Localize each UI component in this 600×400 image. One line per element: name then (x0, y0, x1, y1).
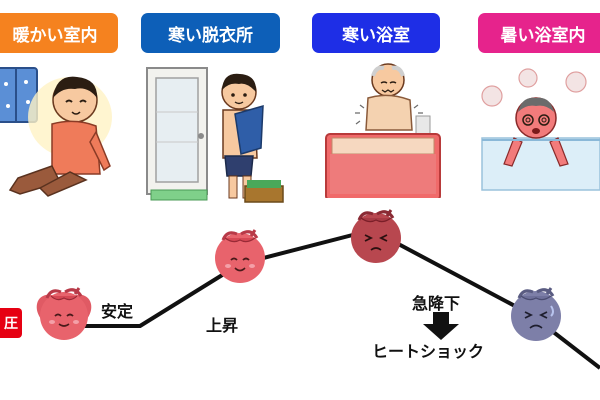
label-warm-room: 暖かい室内 (0, 13, 118, 53)
heart-calm-icon (36, 287, 92, 340)
pressure-badge-text: 圧 (4, 316, 18, 332)
hot-bathroom-illustration (481, 68, 600, 191)
heart-distressed-icon (511, 287, 561, 341)
label-cold-bathroom-text: 寒い浴室 (342, 25, 410, 46)
phase-rise-label: 上昇 (206, 316, 239, 335)
label-cold-bathroom: 寒い浴室 (312, 13, 440, 53)
down-arrow-icon (423, 312, 459, 340)
cold-bathroom-illustration (325, 63, 441, 198)
heart-stressed-icon (351, 209, 401, 263)
warm-room-illustration (0, 67, 112, 197)
dressing-room-illustration (146, 67, 284, 203)
label-hot-bathroom-text: 暑い浴室内 (500, 25, 586, 46)
phase-drop-label: 急降下 (412, 294, 461, 313)
heart-happy-icon (215, 229, 265, 283)
label-cold-dressing-room-text: 寒い脱衣所 (168, 25, 253, 46)
pressure-badge: 圧 (0, 308, 22, 338)
phase-stable-label: 安定 (101, 302, 134, 321)
label-hot-bathroom: 暑い浴室内 (478, 13, 600, 53)
label-cold-dressing-room: 寒い脱衣所 (141, 13, 280, 53)
label-warm-room-text: 暖かい室内 (12, 25, 98, 46)
phase-result-label: ヒートショック (372, 342, 485, 361)
